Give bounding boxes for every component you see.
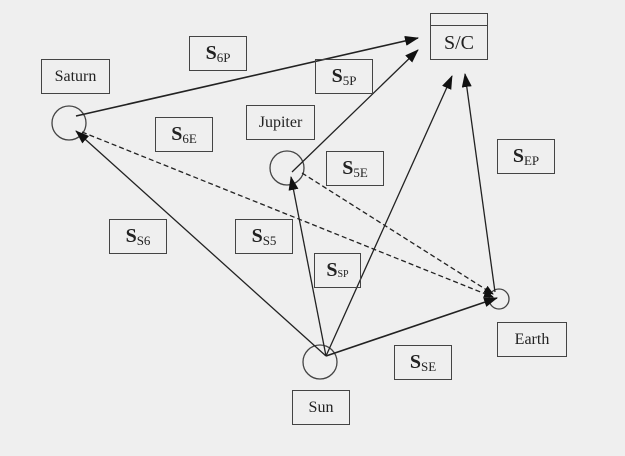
vector-symbol: S	[171, 123, 183, 145]
saturn-circle	[51, 105, 87, 141]
vector-symbol: S	[251, 225, 263, 247]
arrow-sun-to-jupiter	[288, 176, 327, 357]
vector-symbol: S	[331, 65, 343, 87]
jupiter-label-box: Jupiter	[246, 105, 315, 140]
dashed-saturn-to-earth	[81, 131, 494, 298]
vector-subscript: S6	[136, 232, 151, 248]
vector-subscript: 6E	[182, 130, 197, 146]
vector-subscript: SE	[420, 358, 437, 374]
arrow-jupiter-to-sc	[291, 49, 419, 173]
dashed-jupiter-to-earth	[301, 172, 494, 295]
spacecraft-box: S/C	[430, 13, 488, 60]
vector-symbol: S	[125, 225, 137, 247]
vector-subscript: 6P	[216, 49, 231, 65]
arrow-sun-to-earth	[325, 297, 498, 357]
spacecraft-label: S/C	[443, 32, 475, 54]
sun-label: Sun	[308, 398, 334, 416]
vector-subscript: 5P	[342, 72, 357, 88]
earth-label: Earth	[514, 330, 550, 348]
vector-symbol: S	[512, 145, 524, 167]
arrow-earth-to-sc	[461, 73, 496, 293]
vector-symbol: S	[205, 42, 217, 64]
spacecraft-box-header	[431, 14, 487, 26]
sun-label-box: Sun	[292, 390, 350, 425]
saturn-label: Saturn	[54, 67, 97, 85]
vector-subscript: SP	[337, 269, 349, 280]
vector-subscript: S5	[262, 232, 277, 248]
jupiter-circle	[269, 150, 305, 186]
vector-symbol: S	[342, 157, 354, 179]
jupiter-label: Jupiter	[258, 113, 303, 131]
arrow-saturn-to-sc	[75, 36, 419, 117]
earth-label-box: Earth	[497, 322, 567, 357]
vector-subscript: EP	[523, 152, 540, 168]
saturn-label-box: Saturn	[41, 59, 110, 94]
vector-subscript: 5E	[353, 164, 368, 180]
arrow-sun-to-saturn	[75, 130, 327, 357]
vector-symbol: S	[326, 259, 338, 281]
arrow-sun-to-sc	[325, 75, 453, 357]
vector-symbol: S	[409, 351, 421, 373]
sun-circle	[302, 344, 338, 380]
